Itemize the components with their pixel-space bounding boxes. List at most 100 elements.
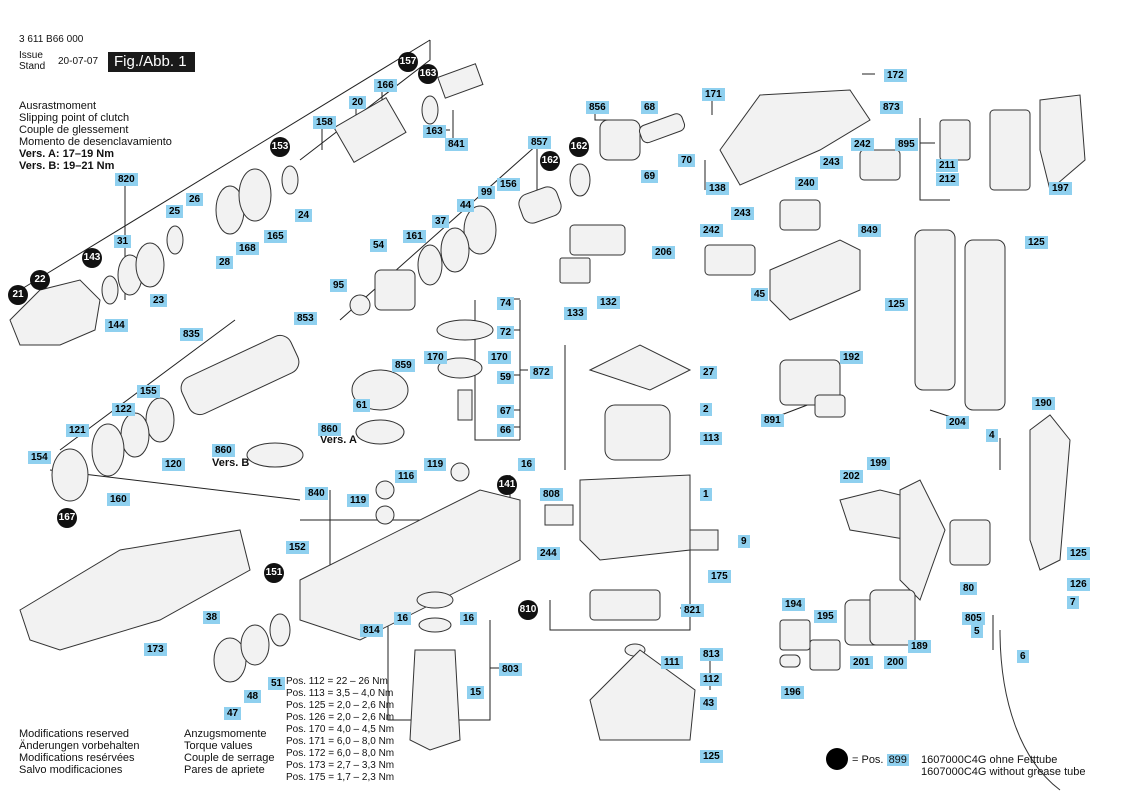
- part-label: 80: [960, 582, 978, 595]
- part-label: 24: [295, 209, 313, 222]
- part-label: 16: [518, 458, 536, 471]
- grease-marker: 167: [57, 508, 77, 528]
- torque-value: Pos. 173 = 2,7 – 3,3 Nm: [286, 760, 395, 771]
- part-label: 23: [150, 294, 168, 307]
- grease-marker: 157: [398, 52, 418, 72]
- issue-date: 20-07-07: [58, 56, 99, 67]
- torque-value: Pos. 125 = 2,0 – 2,6 Nm: [286, 700, 395, 711]
- part-label: 125: [885, 298, 908, 311]
- part-label: 54: [370, 239, 388, 252]
- part-label: 199: [867, 457, 890, 470]
- part-label: 113: [700, 432, 723, 445]
- part-label: 116: [395, 470, 418, 483]
- part-label: 132: [597, 296, 620, 309]
- part-label: 125: [1067, 547, 1090, 560]
- part-label: 243: [731, 207, 754, 220]
- torque-value: Pos. 126 = 2,0 – 2,6 Nm: [286, 712, 395, 723]
- torque-value: Pos. 175 = 1,7 – 2,3 Nm: [286, 772, 395, 783]
- part-label: 43: [700, 697, 718, 710]
- grease-legend-dot: [826, 748, 848, 770]
- part-label: 5: [971, 625, 983, 638]
- part-label: 197: [1049, 182, 1072, 195]
- torque-title-line: Anzugsmomente: [184, 728, 267, 740]
- version-a-label: Vers. A: [320, 434, 357, 446]
- part-label: 37: [432, 215, 450, 228]
- legend-text: = Pos. 899: [852, 754, 909, 767]
- part-label: 125: [700, 750, 723, 763]
- issue-label: Issue: [19, 50, 43, 61]
- footer-line: Modifications reserved: [19, 728, 130, 740]
- part-label: 163: [423, 125, 446, 138]
- part-label: 859: [392, 359, 415, 372]
- torque-title-line: Couple de serrage: [184, 752, 275, 764]
- torque-value: Pos. 171 = 6,0 – 8,0 Nm: [286, 736, 395, 747]
- part-label: 240: [795, 177, 818, 190]
- clutch-line: Slipping point of clutch: [19, 112, 130, 124]
- part-label: 895: [895, 138, 918, 151]
- part-label: 175: [708, 570, 731, 583]
- part-label: 873: [880, 101, 903, 114]
- part-label: 192: [840, 351, 863, 364]
- clutch-line: Couple de glessement: [19, 124, 129, 136]
- part-label: 165: [264, 230, 287, 243]
- part-label: 122: [112, 403, 135, 416]
- part-label: 189: [908, 640, 931, 653]
- part-label: 67: [497, 405, 515, 418]
- torque-value: Pos. 112 = 22 – 26 Nm: [286, 676, 388, 687]
- part-label: 16: [460, 612, 478, 625]
- part-label: 121: [66, 424, 89, 437]
- part-label: 16: [394, 612, 412, 625]
- figure-title: Fig./Abb. 1: [108, 52, 195, 72]
- clutch-line: Momento de desenclavamiento: [19, 136, 172, 148]
- torque-value: Pos. 172 = 6,0 – 8,0 Nm: [286, 748, 395, 759]
- part-label: 1: [700, 488, 712, 501]
- part-label: 26: [186, 193, 204, 206]
- stand-label: Stand: [19, 61, 46, 72]
- clutch-version-b: Vers. B: 19–21 Nm: [19, 160, 115, 172]
- part-label: 814: [360, 624, 383, 637]
- part-label: 853: [294, 312, 317, 325]
- part-label: 138: [706, 182, 729, 195]
- legend-pos: 899: [886, 754, 909, 766]
- part-label: 860: [212, 444, 235, 457]
- part-label: 202: [840, 470, 863, 483]
- part-label: 820: [115, 173, 138, 186]
- part-label: 244: [537, 547, 560, 560]
- part-label: 161: [403, 230, 426, 243]
- legend-line-1: 1607000C4G ohne Fetttube: [921, 754, 1058, 766]
- part-label: 111: [661, 656, 683, 669]
- part-label: 6: [1017, 650, 1029, 663]
- version-b-label: Vers. B: [212, 457, 250, 469]
- part-label: 152: [286, 541, 309, 554]
- part-label: 9: [738, 535, 750, 548]
- grease-marker: 162: [569, 137, 589, 157]
- footer-line: Modifications resérvées: [19, 752, 135, 764]
- part-label: 813: [700, 648, 723, 661]
- part-label: 857: [528, 136, 551, 149]
- part-label: 119: [424, 458, 447, 471]
- grease-marker: 153: [270, 137, 290, 157]
- legend-eq: = Pos.: [852, 754, 884, 766]
- part-label: 7: [1067, 596, 1079, 609]
- part-label: 168: [236, 242, 259, 255]
- part-label: 155: [137, 385, 160, 398]
- part-label: 15: [467, 686, 485, 699]
- grease-marker: 163: [418, 64, 438, 84]
- part-label: 48: [244, 690, 262, 703]
- part-label: 69: [641, 170, 659, 183]
- part-label: 841: [445, 138, 468, 151]
- part-label: 172: [884, 69, 907, 82]
- legend-line-2: 1607000C4G without grease tube: [921, 766, 1086, 778]
- grease-marker: 162: [540, 151, 560, 171]
- part-label: 70: [678, 154, 696, 167]
- part-label: 872: [530, 366, 553, 379]
- part-label: 119: [347, 494, 370, 507]
- part-label: 68: [641, 101, 659, 114]
- part-label: 171: [702, 88, 725, 101]
- part-label: 173: [144, 643, 167, 656]
- part-label: 190: [1032, 397, 1055, 410]
- part-label: 45: [751, 288, 769, 301]
- part-label: 25: [166, 205, 184, 218]
- part-label: 31: [114, 235, 132, 248]
- document-number: 3 611 B66 000: [19, 34, 84, 45]
